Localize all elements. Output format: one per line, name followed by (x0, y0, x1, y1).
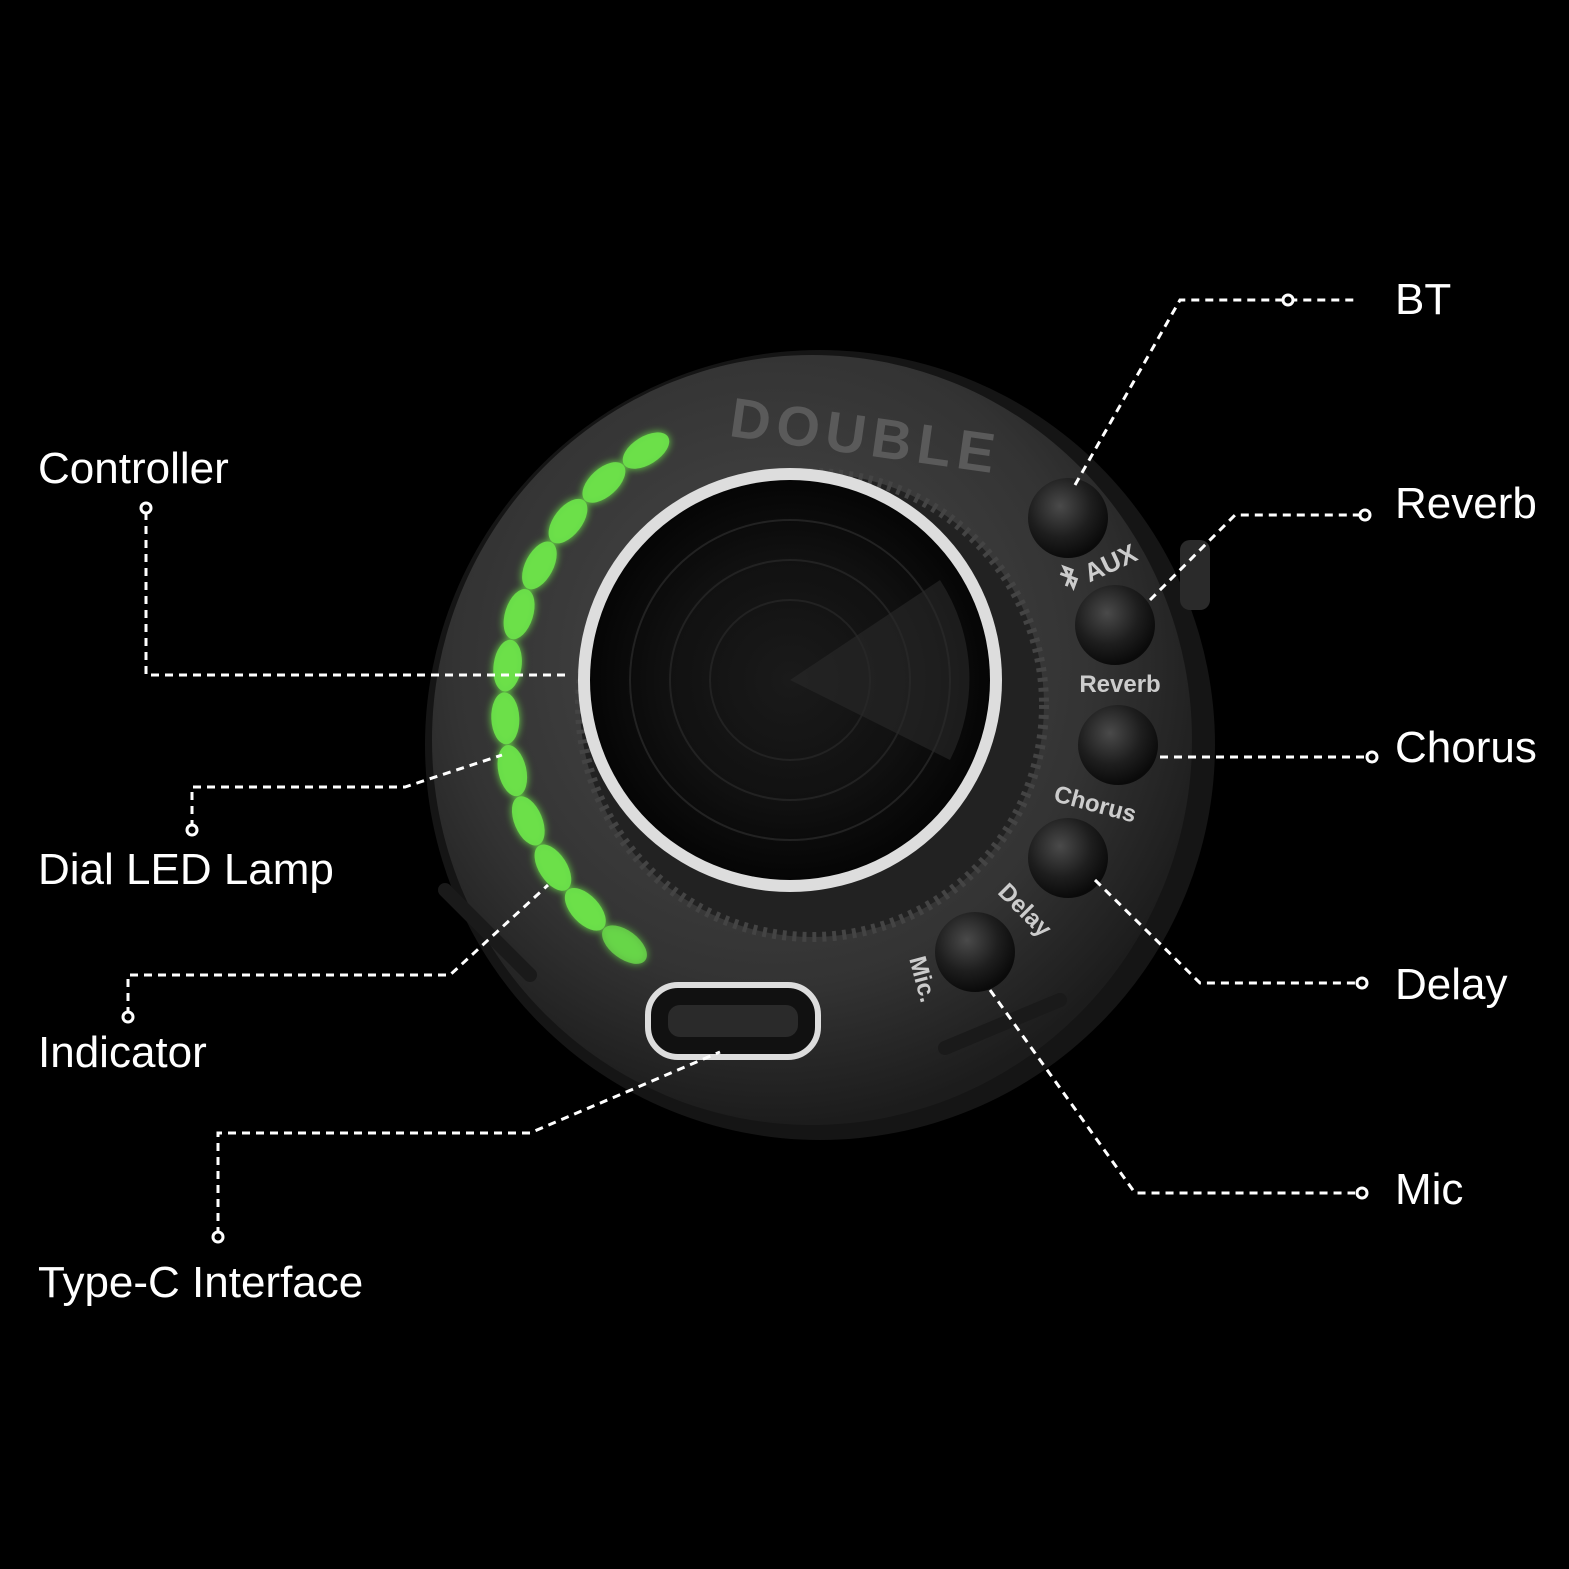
led-segment (503, 588, 535, 640)
led-segment (511, 796, 545, 846)
delay-button[interactable] (1028, 818, 1108, 898)
type-c-port[interactable] (645, 982, 821, 1060)
led-segment (491, 692, 520, 745)
callout-dots (121, 293, 1379, 1244)
callout-lines (126, 298, 1365, 1235)
callout-indicator: Indicator (38, 1028, 207, 1077)
led-segment (564, 888, 606, 931)
led-segment (622, 432, 670, 469)
reverb-label: Reverb (1079, 671, 1160, 698)
callout-controller: Controller (38, 444, 229, 493)
dial-led-lamp (491, 432, 670, 964)
indicator-led (602, 925, 647, 964)
chorus-button[interactable] (1078, 705, 1158, 785)
led-segment (548, 498, 588, 544)
callout-mic: Mic (1395, 1165, 1464, 1214)
led-segment (497, 745, 528, 797)
led-segment (534, 844, 572, 891)
bluetooth-icon (1059, 564, 1079, 592)
led-segment (493, 639, 522, 692)
callout-type-c-interface: Type-C Interface (38, 1258, 364, 1307)
callout-dial-led-lamp: Dial LED Lamp (38, 845, 334, 894)
controller-knob[interactable] (578, 468, 1002, 892)
reverb-button[interactable] (1075, 585, 1155, 665)
aux-button[interactable] (1028, 478, 1108, 558)
callout-bt: BT (1395, 275, 1452, 324)
led-segment (582, 462, 626, 503)
callout-delay: Delay (1395, 960, 1508, 1009)
callout-chorus: Chorus (1395, 723, 1537, 772)
callout-reverb: Reverb (1395, 479, 1537, 528)
mic-button[interactable] (935, 912, 1015, 992)
led-segment (522, 541, 557, 590)
